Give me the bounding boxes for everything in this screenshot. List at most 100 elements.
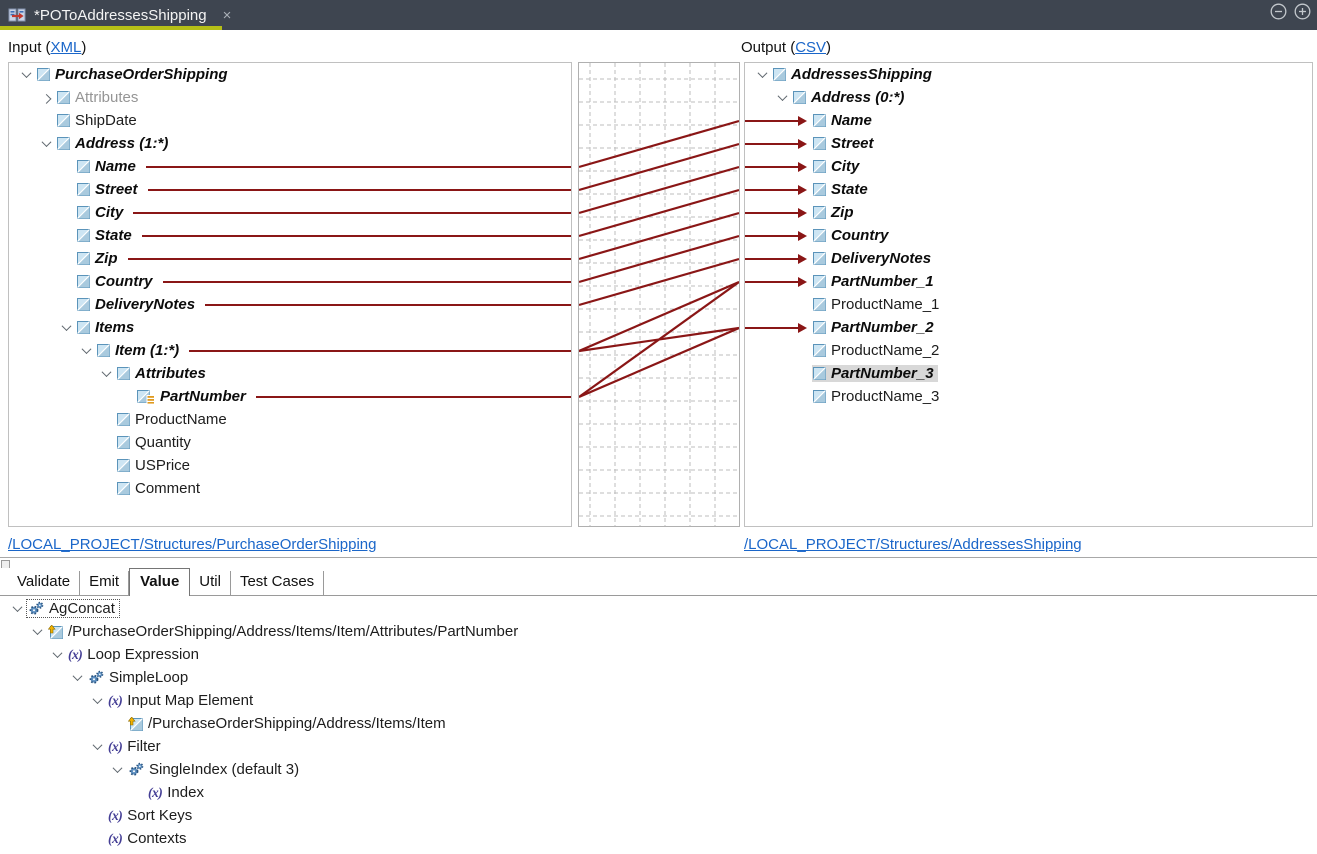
- input-tree-node-address-1[interactable]: Address (1:*): [56, 135, 172, 152]
- value-tree-row-agconcat[interactable]: AgConcat: [0, 597, 1317, 620]
- output-format-link[interactable]: CSV: [795, 39, 827, 56]
- input-tree-node-name[interactable]: Name: [76, 158, 140, 175]
- output-tree-row-partnumber-3[interactable]: PartNumber_3: [745, 362, 1312, 385]
- output-tree-row-zip[interactable]: Zip: [745, 201, 1312, 224]
- output-tree-node-productname-1[interactable]: ProductName_1: [812, 296, 943, 313]
- tab-validate[interactable]: Validate: [8, 570, 81, 595]
- chevron-down-icon[interactable]: [37, 137, 56, 148]
- chevron-down-icon[interactable]: [8, 602, 27, 613]
- value-tree-node-sort-keys[interactable]: (x)Sort Keys: [107, 807, 196, 825]
- output-tree-row-partnumber-1[interactable]: PartNumber_1: [745, 270, 1312, 293]
- value-tree-row-contexts[interactable]: (x)Contexts: [0, 827, 1317, 850]
- output-tree-row-street[interactable]: Street: [745, 132, 1312, 155]
- input-tree-row-deliverynotes[interactable]: DeliveryNotes: [9, 293, 571, 316]
- chevron-right-icon[interactable]: [37, 93, 56, 104]
- output-tree-row-addressesshipping[interactable]: AddressesShipping: [745, 63, 1312, 86]
- value-tree-row-sort-keys[interactable]: (x)Sort Keys: [0, 804, 1317, 827]
- input-tree-node-purchaseordershipping[interactable]: PurchaseOrderShipping: [36, 66, 232, 83]
- output-tree-row-partnumber-2[interactable]: PartNumber_2: [745, 316, 1312, 339]
- input-tree-node-attributes[interactable]: Attributes: [116, 365, 210, 382]
- output-tree-row-country[interactable]: Country: [745, 224, 1312, 247]
- input-tree-node-items[interactable]: Items: [76, 319, 138, 336]
- close-icon[interactable]: ×: [222, 6, 232, 24]
- chevron-down-icon[interactable]: [97, 367, 116, 378]
- output-tree-node-street[interactable]: Street: [812, 135, 878, 152]
- input-tree-node-city[interactable]: City: [76, 204, 127, 221]
- input-tree-row-country[interactable]: Country: [9, 270, 571, 293]
- value-tree-row-purchaseordershipping-address-items-item[interactable]: /PurchaseOrderShipping/Address/Items/Ite…: [0, 712, 1317, 735]
- output-tree-row-productname-2[interactable]: ProductName_2: [745, 339, 1312, 362]
- value-tree-node-index[interactable]: (x)Index: [147, 784, 208, 802]
- value-tree-node-loop-expression[interactable]: (x)Loop Expression: [67, 646, 203, 664]
- chevron-down-icon[interactable]: [48, 648, 67, 659]
- chevron-down-icon[interactable]: [57, 321, 76, 332]
- value-tree-row-input-map-element[interactable]: (x)Input Map Element: [0, 689, 1317, 712]
- input-tree-node-street[interactable]: Street: [76, 181, 142, 198]
- value-tree-node-input-map-element[interactable]: (x)Input Map Element: [107, 692, 257, 710]
- output-tree-row-name[interactable]: Name: [745, 109, 1312, 132]
- input-tree-row-zip[interactable]: Zip: [9, 247, 571, 270]
- output-tree-node-partnumber-1[interactable]: PartNumber_1: [812, 273, 938, 290]
- output-tree-node-productname-3[interactable]: ProductName_3: [812, 388, 943, 405]
- input-tree-row-item-1[interactable]: Item (1:*): [9, 339, 571, 362]
- value-tree-row-index[interactable]: (x)Index: [0, 781, 1317, 804]
- chevron-down-icon[interactable]: [88, 694, 107, 705]
- input-tree-node-quantity[interactable]: Quantity: [116, 434, 195, 451]
- output-tree-row-productname-3[interactable]: ProductName_3: [745, 385, 1312, 408]
- input-tree-row-quantity[interactable]: Quantity: [9, 431, 571, 454]
- input-tree-row-comment[interactable]: Comment: [9, 477, 571, 500]
- document-tab[interactable]: *POToAddressesShipping ×: [0, 0, 231, 30]
- chevron-down-icon[interactable]: [17, 68, 36, 79]
- value-tree-row-purchaseordershipping-address-items-item-attributes-partnumber[interactable]: /PurchaseOrderShipping/Address/Items/Ite…: [0, 620, 1317, 643]
- output-tree-row-productname-1[interactable]: ProductName_1: [745, 293, 1312, 316]
- output-tree-node-partnumber-2[interactable]: PartNumber_2: [812, 319, 938, 336]
- expand-circle-icon[interactable]: [1294, 3, 1311, 20]
- input-tree-row-street[interactable]: Street: [9, 178, 571, 201]
- value-tree-node-filter[interactable]: (x)Filter: [107, 738, 165, 756]
- output-structure-link[interactable]: /LOCAL_PROJECT/Structures/AddressesShipp…: [744, 536, 1082, 553]
- input-tree-row-address-1[interactable]: Address (1:*): [9, 132, 571, 155]
- output-tree-node-addressesshipping[interactable]: AddressesShipping: [772, 66, 936, 83]
- output-tree-node-deliverynotes[interactable]: DeliveryNotes: [812, 250, 935, 267]
- output-tree-node-country[interactable]: Country: [812, 227, 893, 244]
- input-structure-link[interactable]: /LOCAL_PROJECT/Structures/PurchaseOrderS…: [8, 536, 377, 553]
- value-tree-row-loop-expression[interactable]: (x)Loop Expression: [0, 643, 1317, 666]
- chevron-down-icon[interactable]: [77, 344, 96, 355]
- output-tree-row-address-0[interactable]: Address (0:*): [745, 86, 1312, 109]
- output-tree-node-zip[interactable]: Zip: [812, 204, 858, 221]
- input-tree-node-shipdate[interactable]: ShipDate: [56, 112, 141, 129]
- value-tree-row-singleindex-default-3[interactable]: SingleIndex (default 3): [0, 758, 1317, 781]
- tab-util[interactable]: Util: [190, 570, 231, 595]
- chevron-down-icon[interactable]: [108, 763, 127, 774]
- input-tree-node-partnumber[interactable]: PartNumber: [136, 388, 250, 405]
- input-tree-row-partnumber[interactable]: PartNumber: [9, 385, 571, 408]
- output-tree-node-city[interactable]: City: [812, 158, 863, 175]
- value-tree-node-simpleloop[interactable]: SimpleLoop: [87, 669, 192, 686]
- chevron-down-icon[interactable]: [88, 740, 107, 751]
- output-tree-node-state[interactable]: State: [812, 181, 872, 198]
- input-tree-node-country[interactable]: Country: [76, 273, 157, 290]
- value-tree-node-purchaseordershipping-address-items-item-attributes-partnumber[interactable]: /PurchaseOrderShipping/Address/Items/Ite…: [47, 623, 522, 640]
- tab-test-cases[interactable]: Test Cases: [231, 570, 325, 595]
- input-tree-row-attributes[interactable]: Attributes: [9, 86, 571, 109]
- value-tree-node-agconcat[interactable]: AgConcat: [26, 599, 120, 618]
- input-tree-row-shipdate[interactable]: ShipDate: [9, 109, 571, 132]
- chevron-down-icon[interactable]: [753, 68, 772, 79]
- input-tree-row-city[interactable]: City: [9, 201, 571, 224]
- input-tree-node-comment[interactable]: Comment: [116, 480, 204, 497]
- output-tree-node-productname-2[interactable]: ProductName_2: [812, 342, 943, 359]
- value-tree-node-purchaseordershipping-address-items-item[interactable]: /PurchaseOrderShipping/Address/Items/Ite…: [127, 715, 450, 732]
- input-tree-node-attributes[interactable]: Attributes: [56, 89, 142, 106]
- input-tree-node-zip[interactable]: Zip: [76, 250, 122, 267]
- input-tree-row-items[interactable]: Items: [9, 316, 571, 339]
- input-tree-row-usprice[interactable]: USPrice: [9, 454, 571, 477]
- input-tree-node-state[interactable]: State: [76, 227, 136, 244]
- input-tree-node-deliverynotes[interactable]: DeliveryNotes: [76, 296, 199, 313]
- chevron-down-icon[interactable]: [28, 625, 47, 636]
- chevron-down-icon[interactable]: [773, 91, 792, 102]
- value-tree-node-singleindex-default-3[interactable]: SingleIndex (default 3): [127, 761, 303, 778]
- output-tree-row-state[interactable]: State: [745, 178, 1312, 201]
- tab-emit[interactable]: Emit: [80, 570, 130, 595]
- input-tree-row-name[interactable]: Name: [9, 155, 571, 178]
- output-tree-node-address-0[interactable]: Address (0:*): [792, 89, 908, 106]
